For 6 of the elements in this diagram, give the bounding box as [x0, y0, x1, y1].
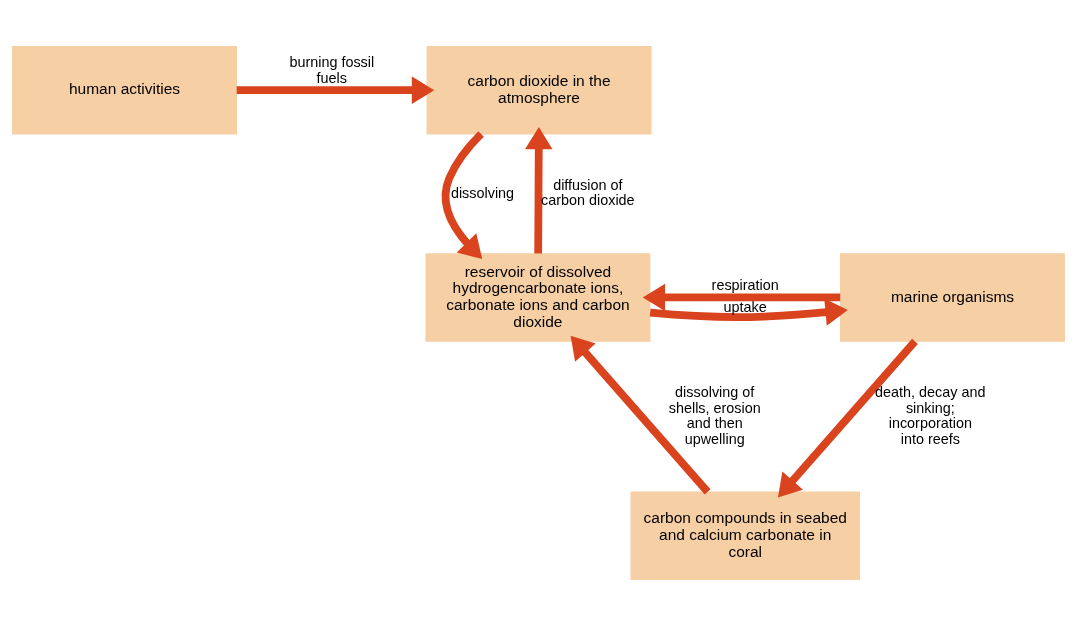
edge-label: death, decay and sinking; incorporation into reefs [875, 383, 986, 447]
edge-label: respiration [711, 276, 779, 293]
edge-label: dissolving [450, 184, 515, 201]
edge-label: uptake [723, 298, 767, 315]
edge-label: burning fossil fuels [289, 53, 375, 86]
edge-label: dissolving of shells, erosion and then upwelling [668, 383, 761, 447]
